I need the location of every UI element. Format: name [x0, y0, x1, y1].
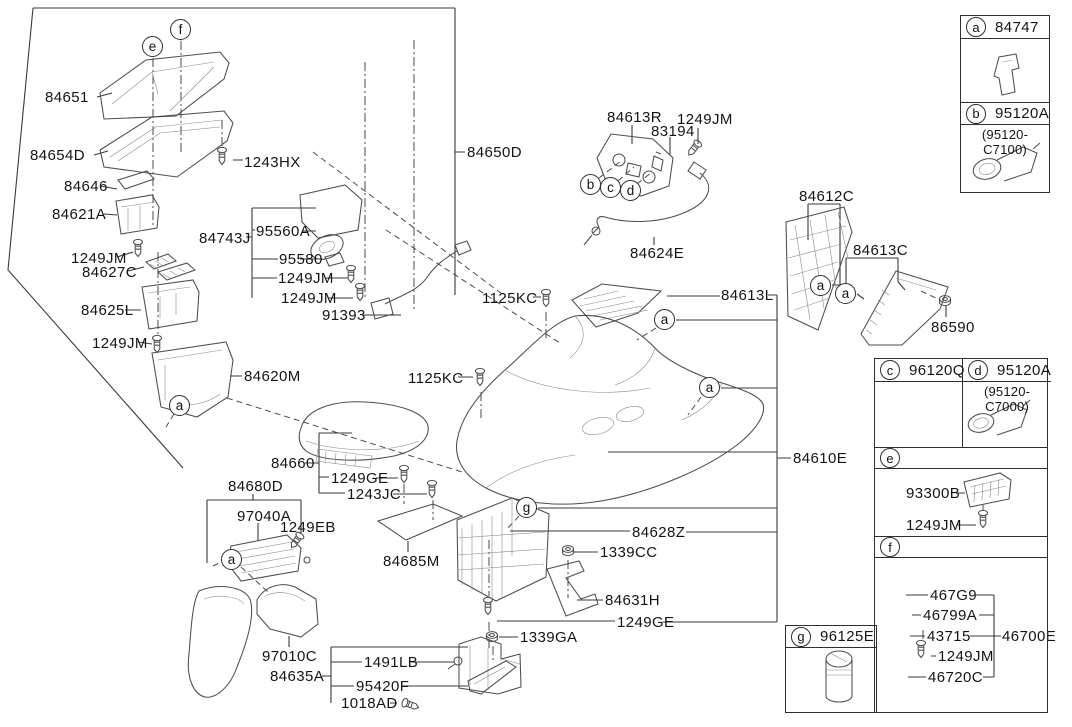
- callout-84660: 84660: [271, 455, 315, 472]
- callout-46799a: 46799A: [923, 607, 978, 624]
- callout-84613r: 84613R: [607, 109, 662, 126]
- marker-b: b: [580, 174, 601, 195]
- callout-84621a: 84621A: [52, 206, 107, 223]
- callout-84613l: 84613L: [721, 287, 774, 304]
- callout-1491lb: 1491LB: [364, 654, 419, 671]
- marker-b-header: b: [966, 103, 986, 124]
- callout-84685m: 84685M: [383, 553, 440, 570]
- callout-84613c: 84613C: [853, 242, 908, 259]
- marker-a-4: a: [654, 309, 675, 330]
- callout-84654d: 84654D: [30, 147, 85, 164]
- ref-b-number: 95120A: [995, 105, 1050, 122]
- marker-a-header: a: [966, 17, 986, 37]
- ref-c-number: 96120Q: [909, 361, 965, 379]
- marker-a-2: a: [810, 275, 831, 296]
- callout-1249jm-3: 1249JM: [278, 270, 334, 287]
- callout-1249ge-2: 1249GE: [617, 614, 675, 631]
- marker-f-header: f: [880, 537, 900, 557]
- callout-84612c: 84612C: [799, 188, 854, 205]
- marker-a-5: a: [699, 377, 720, 398]
- callout-1249jm-f: 1249JM: [938, 648, 994, 665]
- callout-1249jm-5: 1249JM: [677, 111, 733, 128]
- callout-46700e: 46700E: [1002, 628, 1057, 645]
- callout-97040a: 97040A: [237, 508, 292, 525]
- callout-84651: 84651: [45, 89, 89, 106]
- ref-box-e: e: [874, 447, 1048, 537]
- callout-84646: 84646: [64, 178, 108, 195]
- ref-cell-c: c 96120Q: [875, 359, 965, 447]
- callout-1249eb: 1249EB: [280, 519, 336, 536]
- callout-84631h: 84631H: [605, 592, 660, 609]
- ref-header-d: d 95120A: [963, 359, 1052, 382]
- callout-95420f: 95420F: [356, 678, 410, 695]
- callout-467g9: 467G9: [930, 587, 978, 604]
- callout-84620m: 84620M: [244, 368, 301, 385]
- callout-1339cc: 1339CC: [600, 544, 658, 561]
- callout-1339ga: 1339GA: [520, 629, 578, 646]
- callout-1018ad: 1018AD: [341, 695, 398, 712]
- callout-84624e: 84624E: [630, 245, 685, 262]
- marker-c-header: c: [880, 360, 900, 380]
- callout-83194: 83194: [651, 123, 695, 140]
- ref-header-g: g 96125E: [786, 626, 876, 648]
- marker-e-header: e: [880, 448, 900, 468]
- callout-84627c: 84627C: [82, 264, 137, 281]
- marker-g-header: g: [791, 626, 811, 647]
- callout-1249jm-4: 1249JM: [281, 290, 337, 307]
- callout-84635a: 84635A: [270, 668, 325, 685]
- ref-header-f: f: [875, 537, 1047, 558]
- callout-95580: 95580: [279, 251, 323, 268]
- ref-header-a: a 84747: [961, 16, 1049, 39]
- ref-box-cd: c 96120Q d 95120A (95120-C7000): [874, 358, 1052, 448]
- callout-1249ge-1: 1249GE: [331, 470, 389, 487]
- ref-b-variant: (95120-C7100): [981, 127, 1029, 157]
- ref-a-figure: [961, 39, 1049, 102]
- callout-93300b: 93300B: [906, 485, 961, 502]
- ref-g-number: 96125E: [820, 628, 875, 645]
- ref-d-number: 95120A: [997, 361, 1052, 379]
- marker-g: g: [516, 497, 537, 518]
- callout-1243jc: 1243JC: [347, 486, 402, 503]
- callout-1249jm-1: 1249JM: [71, 250, 127, 267]
- callout-1249jm-e: 1249JM: [906, 517, 962, 534]
- callout-86590: 86590: [931, 319, 975, 336]
- ref-box-ab: a 84747 b 95120A (95120-C7100): [960, 15, 1050, 193]
- callout-43715: 43715: [927, 628, 971, 645]
- ref-d-variant: (95120-C7000): [983, 384, 1031, 414]
- ref-header-c: c 96120Q: [875, 359, 965, 382]
- marker-a-3: a: [835, 283, 856, 304]
- ref-box-f: f: [874, 536, 1048, 713]
- ref-cell-d: d 95120A (95120-C7000): [963, 359, 1052, 447]
- ref-a-number: 84747: [995, 18, 1039, 36]
- callout-95560a: 95560A: [256, 223, 311, 240]
- callout-84680d: 84680D: [228, 478, 283, 495]
- ref-header-b: b 95120A: [961, 102, 1049, 125]
- callout-97010c: 97010C: [262, 648, 317, 665]
- marker-f: f: [170, 19, 191, 40]
- callout-46720c: 46720C: [928, 669, 983, 686]
- marker-c: c: [600, 177, 621, 198]
- callout-84625l: 84625L: [81, 302, 134, 319]
- callout-1125kc-2: 1125KC: [408, 370, 464, 387]
- marker-e: e: [142, 36, 163, 57]
- callout-1125kc-1: 1125KC: [482, 290, 538, 307]
- marker-d-header: d: [968, 360, 988, 380]
- ref-header-e: e: [875, 448, 1047, 469]
- callout-91393: 91393: [322, 307, 366, 324]
- callout-84628z: 84628Z: [632, 524, 686, 541]
- ref-box-g: g 96125E: [785, 625, 877, 713]
- callout-84743j: 84743J: [199, 230, 251, 247]
- callout-1249jm-2: 1249JM: [92, 335, 148, 352]
- callout-84610e: 84610E: [793, 450, 848, 467]
- marker-a-6: a: [221, 549, 242, 570]
- marker-a-1: a: [169, 395, 190, 416]
- callout-1243hx: 1243HX: [244, 154, 301, 171]
- marker-d: d: [620, 180, 641, 201]
- callout-84650d: 84650D: [467, 144, 522, 161]
